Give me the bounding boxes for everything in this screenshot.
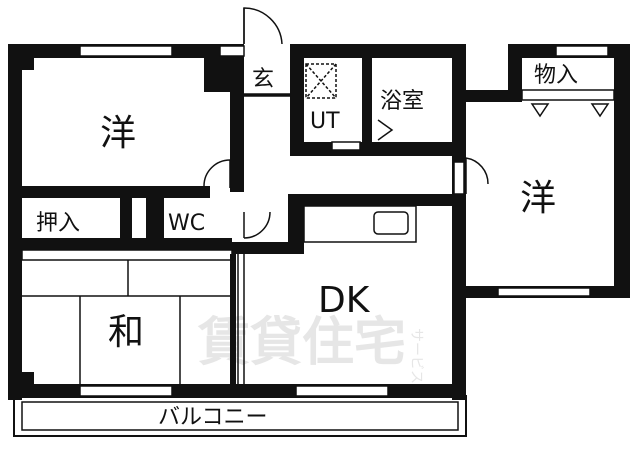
label-storage: 物入 bbox=[534, 63, 578, 88]
label-utility: UT bbox=[310, 109, 340, 134]
label-balcony: バルコニー bbox=[158, 405, 268, 430]
fittings bbox=[21, 63, 615, 384]
watermark-text: 賃貸住宅 bbox=[197, 313, 406, 373]
label-entrance: 玄 bbox=[252, 67, 274, 92]
watermark-side-text: サービス bbox=[408, 328, 424, 384]
label-western-room-1: 洋 bbox=[100, 113, 136, 154]
label-closet: 押入 bbox=[36, 211, 80, 236]
label-western-room-2: 洋 bbox=[520, 178, 556, 219]
label-japanese-room: 和 bbox=[108, 312, 144, 353]
doors bbox=[203, 7, 489, 239]
interior-walls bbox=[8, 44, 466, 384]
label-dining-kitchen: DK bbox=[318, 280, 371, 321]
windows bbox=[79, 45, 609, 397]
label-toilet: WC bbox=[168, 211, 205, 236]
label-bathroom: 浴室 bbox=[380, 89, 424, 114]
